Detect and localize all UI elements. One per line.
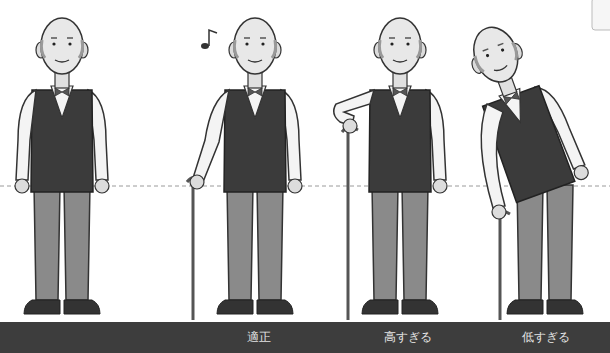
- man-cane-right-height: [187, 18, 302, 320]
- label-band: 適正 高すぎる 低すぎる: [0, 322, 610, 353]
- man-cane-too-high: [334, 18, 447, 320]
- music-note: [201, 30, 217, 49]
- condition-label: 低すぎる: [512, 322, 580, 353]
- corner-box: [592, 0, 610, 30]
- condition-label: 高すぎる: [374, 322, 442, 353]
- man-standing: [15, 18, 109, 314]
- condition-label: 適正: [225, 322, 293, 353]
- man-cane-too-low: [457, 12, 590, 320]
